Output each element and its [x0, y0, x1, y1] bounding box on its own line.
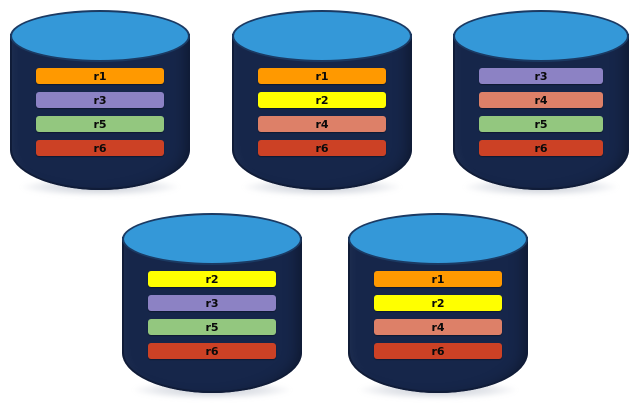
replica-bar-r2[interactable]: r2: [258, 92, 386, 108]
replica-list: r1 r3 r5 r6: [10, 68, 190, 156]
database-node-3[interactable]: Node 3r3r4r5r6: [453, 10, 629, 196]
cylinder-top-icon: [453, 10, 629, 62]
database-node-4[interactable]: Node 4r2r3r5r6: [122, 213, 302, 399]
replica-bar-r5[interactable]: r5: [148, 319, 276, 335]
replica-list: r1 r2 r4 r6: [348, 271, 528, 359]
replica-list: r1 r2 r4 r6: [232, 68, 412, 156]
replica-bar-r6[interactable]: r6: [478, 140, 604, 156]
replica-bar-r5[interactable]: r5: [478, 116, 604, 132]
cylinder-top-icon: [122, 213, 302, 265]
replica-bar-r3[interactable]: r3: [36, 92, 164, 108]
replica-bar-r3[interactable]: r3: [478, 68, 604, 84]
replica-bar-r6[interactable]: r6: [258, 140, 386, 156]
database-node-5[interactable]: Node 5r1r2r4r6: [348, 213, 528, 399]
cylinder-body: [10, 34, 190, 190]
replica-bar-r2[interactable]: r2: [148, 271, 276, 287]
database-node-1[interactable]: Node 1r1r3r5r6: [10, 10, 190, 196]
replica-bar-r5[interactable]: r5: [36, 116, 164, 132]
replica-bar-r3[interactable]: r3: [148, 295, 276, 311]
replica-bar-r6[interactable]: r6: [374, 343, 502, 359]
database-node-2[interactable]: Node 2r1r2r4r6: [232, 10, 412, 196]
replica-bar-r6[interactable]: r6: [148, 343, 276, 359]
replica-bar-r1[interactable]: r1: [36, 68, 164, 84]
replica-bar-r2[interactable]: r2: [374, 295, 502, 311]
replica-bar-r1[interactable]: r1: [374, 271, 502, 287]
replica-bar-r4[interactable]: r4: [478, 92, 604, 108]
replica-bar-r6[interactable]: r6: [36, 140, 164, 156]
replica-bar-r4[interactable]: r4: [258, 116, 386, 132]
replica-bar-r1[interactable]: r1: [258, 68, 386, 84]
replica-list: r3 r4 r5 r6: [453, 68, 629, 156]
cylinder-top-icon: [348, 213, 528, 265]
replica-list: r2 r3 r5 r6: [122, 271, 302, 359]
cylinder-top-icon: [232, 10, 412, 62]
replica-bar-r4[interactable]: r4: [374, 319, 502, 335]
cylinder-top-icon: [10, 10, 190, 62]
